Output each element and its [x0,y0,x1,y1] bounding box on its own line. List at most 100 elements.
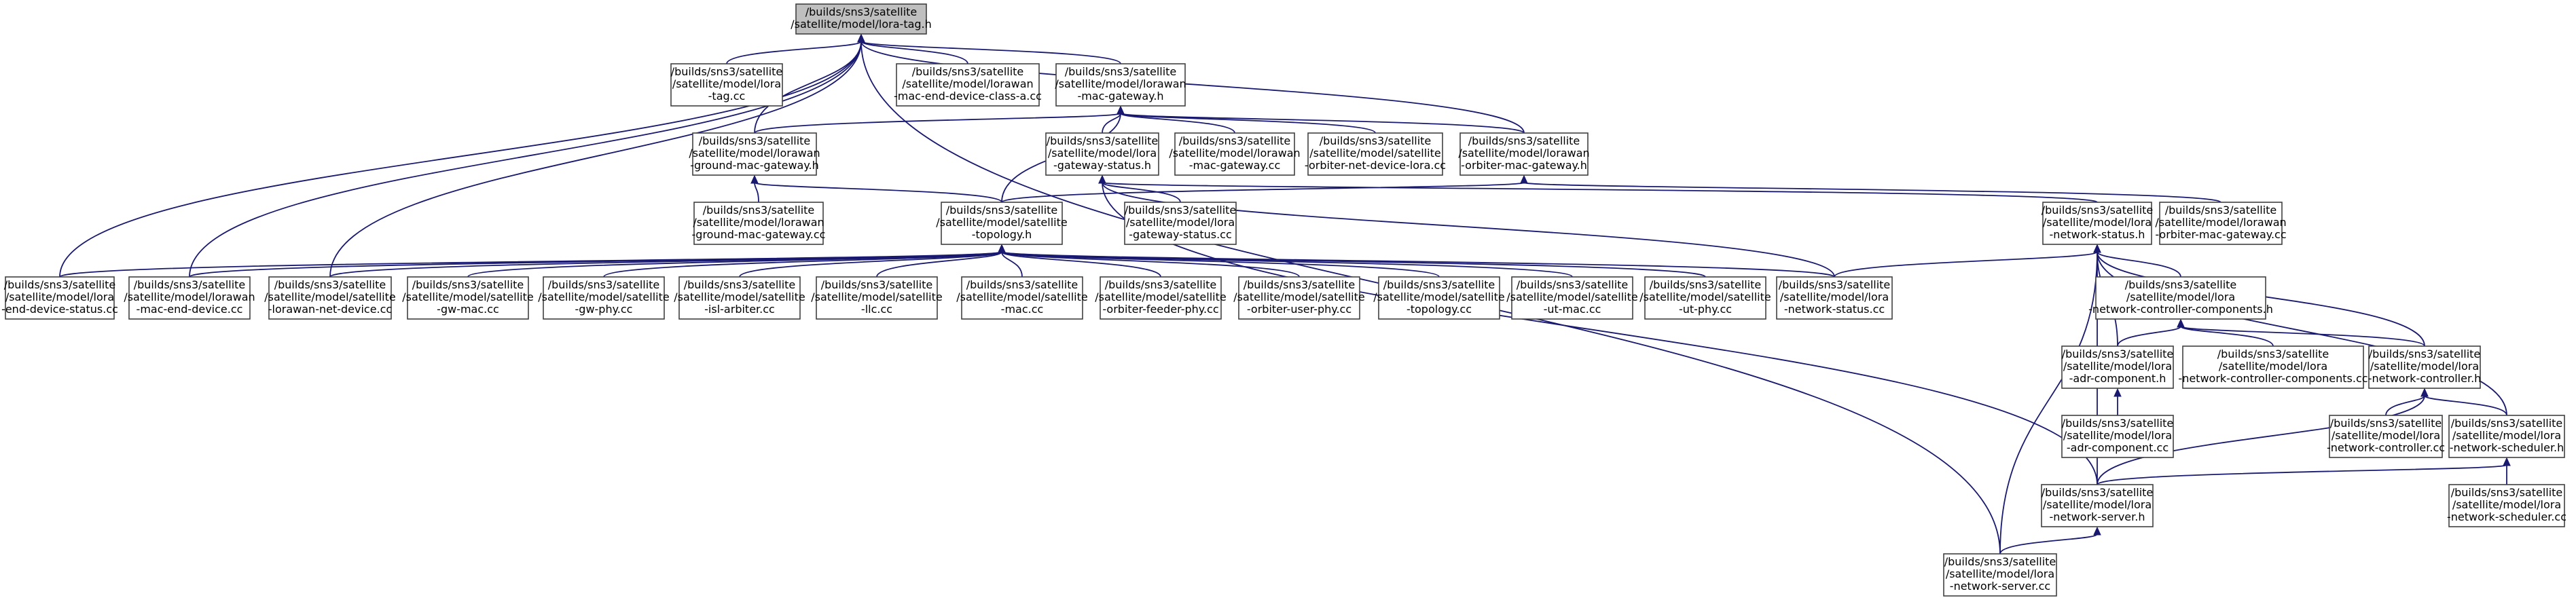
node-box [678,276,801,320]
edge-lora-network-controller-components-h-to-lora-network-controller-components-cc [2177,318,2274,347]
node-lora-network-status-h[interactable]: /builds/sns3/satellite/satellite/model/l… [2042,202,2154,245]
node-label-line: /builds/sns3/satellite [412,278,524,291]
node-label-line: /satellite/model/satellite [264,290,395,303]
node-label-line: /builds/sns3/satellite [2330,417,2442,430]
node-lora-network-controller-cc[interactable]: /builds/sns3/satellite/satellite/model/l… [2327,415,2445,458]
node-orbiter-net-device-lora-cc[interactable]: /builds/sns3/satellite/satellite/model/s… [1305,132,1446,176]
node-label-line: /builds/sns3/satellite [2451,486,2563,499]
node-label-line: /satellite/model/satellite [1095,290,1226,303]
node-satellite-orbiter-feeder-phy-cc[interactable]: /builds/sns3/satellite/satellite/model/s… [1095,276,1227,320]
node-lorawan-mac-gateway-cc[interactable]: /builds/sns3/satellite/satellite/model/l… [1169,132,1301,176]
node-satellite-llc-cc[interactable]: /builds/sns3/satellite/satellite/model/s… [811,276,943,320]
edge-lora-network-status-h-to-lora-network-scheduler-h [2093,244,2507,416]
edge-line [739,251,1002,278]
edge-line [1120,113,1235,134]
node-satellite-gw-phy-cc[interactable]: /builds/sns3/satellite/satellite/model/s… [538,276,670,320]
node-label-line: /builds/sns3/satellite [684,278,796,291]
node-label-line: /builds/sns3/satellite [1244,278,1356,291]
node-label-line: /satellite/model/lora [2219,360,2327,373]
node-lora-network-scheduler-h[interactable]: /builds/sns3/satellite/satellite/model/l… [2448,415,2565,458]
node-box [692,132,817,176]
node-satellite-gw-mac-cc[interactable]: /builds/sns3/satellite/satellite/model/s… [402,276,534,320]
node-lorawan-orbiter-mac-gateway-cc[interactable]: /builds/sns3/satellite/satellite/model/l… [2155,202,2287,245]
node-label-line: -orbiter-feeder-phy.cc [1102,303,1218,316]
node-lora-network-controller-components-cc[interactable]: /builds/sns3/satellite/satellite/model/l… [2178,345,2368,389]
node-box [693,202,824,245]
edge-lora-network-scheduler-h-to-lora-network-server-h [2097,457,2511,485]
edge-line [2097,464,2507,485]
edge-lora-network-server-h-to-lora-network-server-cc [1999,526,2101,555]
node-label-line: /satellite/model/lorawan [124,290,255,303]
node-label-line: /builds/sns3/satellite [1125,204,1237,217]
node-label-line: /builds/sns3/satellite [946,204,1058,217]
node-lorawan-med-class-a-cc[interactable]: /builds/sns3/satellite/satellite/model/l… [894,63,1042,107]
edge-arrowhead [998,244,1006,253]
node-lorawan-ground-mac-gateway-h[interactable]: /builds/sns3/satellite/satellite/model/l… [689,132,820,176]
node-lora-network-controller-components-h[interactable]: /builds/sns3/satellite/satellite/model/l… [2088,276,2273,320]
node-satellite-topology-h[interactable]: /builds/sns3/satellite/satellite/model/s… [936,202,1068,245]
edge-satellite-topology-h-to-satellite-lorawan-net-device-cc [329,244,1006,278]
edge-line [754,182,1002,203]
node-satellite-topology-cc[interactable]: /builds/sns3/satellite/satellite/model/s… [1373,276,1505,320]
node-label-line: /builds/sns3/satellite [966,278,1078,291]
node-lora-tag-cc[interactable]: /builds/sns3/satellite/satellite/model/l… [670,63,783,107]
node-lorawan-mac-gateway-h[interactable]: /builds/sns3/satellite/satellite/model/l… [1055,63,1186,107]
node-satellite-lorawan-net-device-cc[interactable]: /builds/sns3/satellite/satellite/model/s… [264,276,396,320]
edge-lora-network-status-h-to-lora-network-server-cc [1999,244,2101,555]
edge-line [2117,326,2181,347]
node-lora-end-device-status-cc[interactable]: /builds/sns3/satellite/satellite/model/l… [1,276,118,320]
node-lora-adr-component-h[interactable]: /builds/sns3/satellite/satellite/model/l… [2061,345,2174,389]
node-box [2041,484,2154,527]
node-label-line: -gateway-status.h [1053,159,1151,172]
edge-lora-network-controller-components-h-to-lora-adr-component-h [2117,318,2185,347]
node-box [1124,202,1237,245]
node-label-line: /satellite/model/satellite [538,290,669,303]
node-satellite-ut-mac-cc[interactable]: /builds/sns3/satellite/satellite/model/s… [1506,276,1638,320]
node-label-line: -orbiter-user-phy.cc [1247,303,1352,316]
node-label-line: -mac-end-device.cc [137,303,243,316]
node-label-line: -network-controller-components.h [2088,303,2273,316]
node-label-line: /satellite/model/satellite [1309,147,1440,160]
edge-line [2424,395,2507,416]
node-box [2182,345,2364,389]
node-label-line: /builds/sns3/satellite [699,134,811,147]
node-lora-adr-component-cc[interactable]: /builds/sns3/satellite/satellite/model/l… [2061,415,2174,458]
node-lora-gateway-status-h[interactable]: /builds/sns3/satellite/satellite/model/l… [1045,132,1159,176]
node-lora-network-scheduler-cc[interactable]: /builds/sns3/satellite/satellite/model/l… [2447,484,2566,527]
edge-lora-gateway-status-h-to-lora-network-status-h [1098,174,2098,203]
edge-arrowhead [2093,526,2101,536]
node-label-line: /satellite/model/satellite [956,290,1087,303]
node-label-line: -llc.cc [861,303,892,316]
node-satellite-ut-phy-cc[interactable]: /builds/sns3/satellite/satellite/model/s… [1639,276,1771,320]
edge-line [1102,182,2098,203]
node-box [2448,484,2565,527]
node-box [1378,276,1500,320]
node-label-line: /satellite/model/lorawan [693,216,824,229]
node-label-line: /satellite/model/lora [2370,360,2479,373]
node-lorawan-orbiter-mac-gateway-h[interactable]: /builds/sns3/satellite/satellite/model/l… [1458,132,1590,176]
node-label-line: -gateway-status.cc [1129,228,1232,241]
node-lora-network-server-cc[interactable]: /builds/sns3/satellite/satellite/model/l… [1943,553,2057,597]
node-lora-network-server-h[interactable]: /builds/sns3/satellite/satellite/model/l… [2041,484,2154,527]
node-satellite-mac-cc[interactable]: /builds/sns3/satellite/satellite/model/s… [956,276,1088,320]
edge-lorawan-mac-gateway-h-to-orbiter-net-device-lora-cc [1117,105,1376,134]
node-label-line: /builds/sns3/satellite [134,278,246,291]
node-satellite-orbiter-user-phy-cc[interactable]: /builds/sns3/satellite/satellite/model/s… [1233,276,1365,320]
node-label-line: /builds/sns3/satellite [1065,65,1177,78]
node-lora-network-controller-h[interactable]: /builds/sns3/satellite/satellite/model/l… [2368,345,2482,389]
edge-line [2097,395,2425,485]
node-box [816,276,938,320]
edge-lorawan-orbiter-mac-gateway-h-to-satellite-topology-h [1001,174,1528,203]
edge-line [2180,326,2274,347]
node-label-line: /satellite/model/satellite [674,290,805,303]
node-lora-network-status-cc[interactable]: /builds/sns3/satellite/satellite/model/l… [1776,276,1893,320]
node-lorawan-mac-end-device-cc[interactable]: /builds/sns3/satellite/satellite/model/l… [124,276,255,320]
node-label-line: -network-status.cc [1784,303,1885,316]
node-lorawan-ground-mac-gateway-cc[interactable]: /builds/sns3/satellite/satellite/model/l… [692,202,826,245]
node-label-line: /satellite/model/lorawan [1458,147,1589,160]
node-label-line: /satellite/model/satellite [936,216,1067,229]
node-lora-tag-h[interactable]: /builds/sns3/satellite/satellite/model/l… [791,3,932,35]
node-lora-gateway-status-cc[interactable]: /builds/sns3/satellite/satellite/model/l… [1124,202,1237,245]
edge-line [754,113,1121,134]
node-satellite-isl-arbiter-cc[interactable]: /builds/sns3/satellite/satellite/model/s… [674,276,805,320]
